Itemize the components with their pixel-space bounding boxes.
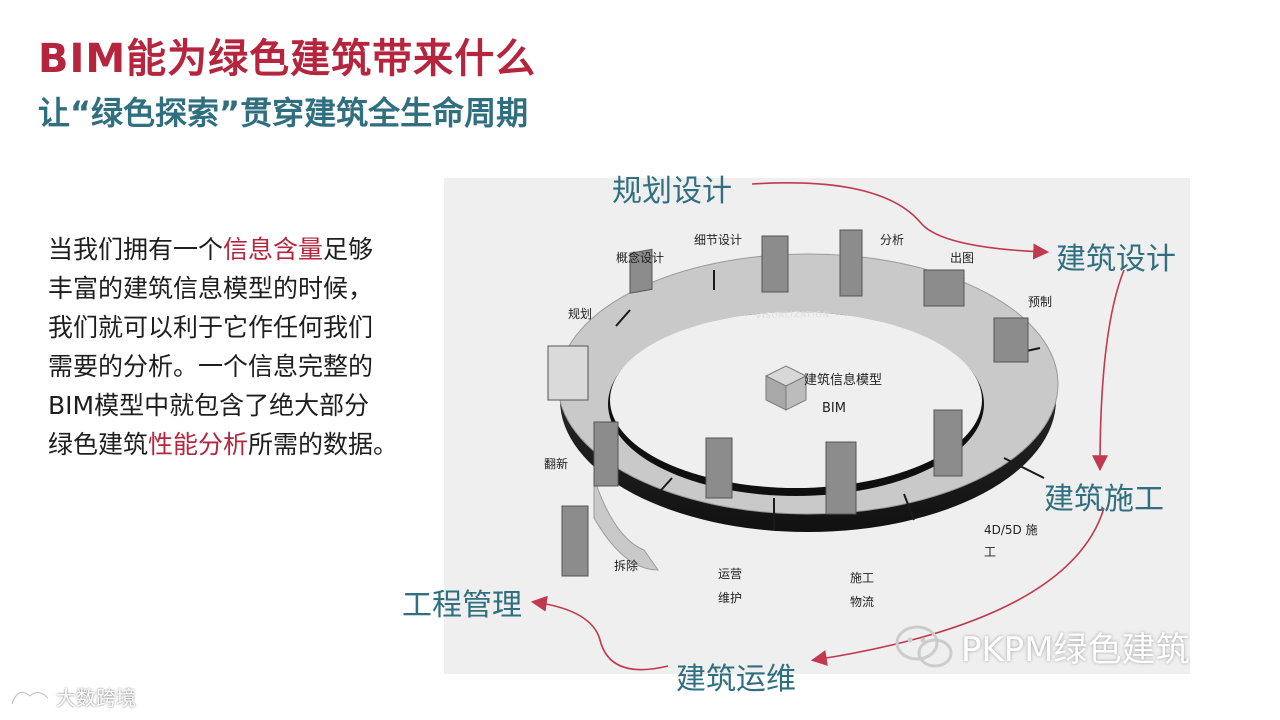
ring-band-label: VISUALIZATION bbox=[755, 310, 830, 321]
body-text-segment: BIM模型中就包含了绝大部分 bbox=[48, 391, 370, 420]
body-line: 丰富的建筑信息模型的时候， bbox=[48, 269, 448, 308]
ring-label-fenxi: 分析 bbox=[880, 233, 904, 247]
ring-tail bbox=[593, 477, 659, 571]
body-paragraph: 当我们拥有一个信息含量足够丰富的建筑信息模型的时候， 我们就可以利于它作任何我们需… bbox=[48, 230, 448, 464]
ring-label-sg_line1: 4D/5D 施 bbox=[984, 523, 1038, 537]
corner-logo: 大数跨境 bbox=[8, 682, 136, 711]
ring-label-chutu: 出图 bbox=[950, 251, 974, 265]
stage-architectural-design: 建筑设计 bbox=[1056, 242, 1176, 277]
body-line: 绿色建筑性能分析所需的数据。 bbox=[48, 425, 448, 464]
stage-planning-design: 规划设计 bbox=[612, 174, 732, 209]
body-text-segment: 丰富的建筑信息模型的时候， bbox=[48, 274, 374, 303]
body-line: 需要的分析。一个信息完整的 bbox=[48, 347, 448, 386]
center-label: 建筑信息模型 bbox=[804, 372, 882, 388]
stage-project-management: 工程管理 bbox=[402, 588, 522, 623]
watermark-text: PKPM绿色建筑 bbox=[961, 630, 1190, 670]
corner-logo-text: 大数跨境 bbox=[56, 686, 136, 710]
bim-cube-icon bbox=[764, 365, 808, 411]
ring-label-yy_line1: 运营 bbox=[718, 567, 742, 581]
highlight-term: 信息含量 bbox=[223, 235, 324, 264]
body-text-segment: 足够 bbox=[323, 235, 374, 264]
highlight-term: 性能分析 bbox=[148, 430, 249, 459]
body-text-segment: 需要的分析。一个信息完整的 bbox=[48, 352, 374, 381]
slide-subtitle: 让“绿色探索”贯穿建筑全生命周期 bbox=[38, 94, 529, 132]
body-line: 我们就可以利于它作任何我们 bbox=[48, 308, 448, 347]
body-line: BIM模型中就包含了绝大部分 bbox=[48, 386, 448, 425]
slide-title: BIM能为绿色建筑带来什么 bbox=[38, 36, 537, 82]
watermark: PKPM绿色建筑 bbox=[895, 622, 1190, 671]
body-text-segment: 我们就可以利于它作任何我们 bbox=[48, 313, 374, 342]
body-text-segment: 绿色建筑 bbox=[48, 430, 149, 459]
ring-label-wl_line1: 施工 bbox=[850, 571, 874, 585]
ring-label-yy_line2: 维护 bbox=[718, 591, 742, 605]
bim-ring-graphic: VISUALIZATION bbox=[544, 229, 1059, 609]
ring-label-chaichu: 拆除 bbox=[614, 558, 638, 573]
stage-operation: 建筑运维 bbox=[676, 662, 796, 697]
ring-label-yuzhi: 预制 bbox=[1028, 295, 1052, 309]
ring-label-sg_line2: 工 bbox=[984, 545, 996, 559]
stage-construction: 建筑施工 bbox=[1044, 482, 1164, 517]
ring-label-xijie: 细节设计 bbox=[694, 233, 742, 247]
wechat-icon bbox=[895, 625, 953, 667]
ring-label-gainian: 概念设计 bbox=[616, 250, 664, 265]
center-sublabel: BIM bbox=[822, 401, 846, 416]
corner-logo-mark bbox=[10, 690, 50, 705]
ring-label-guihua: 规划 bbox=[568, 306, 592, 321]
ring-label-wl_line2: 物流 bbox=[850, 595, 874, 609]
body-text-segment: 所需的数据。 bbox=[248, 430, 399, 459]
body-text-segment: 当我们拥有一个 bbox=[48, 235, 224, 264]
body-line: 当我们拥有一个信息含量足够 bbox=[48, 230, 448, 269]
bim-lifecycle-diagram: VISUALIZATION bbox=[444, 178, 1190, 674]
ring-label-fanxin: 翻新 bbox=[544, 456, 568, 471]
